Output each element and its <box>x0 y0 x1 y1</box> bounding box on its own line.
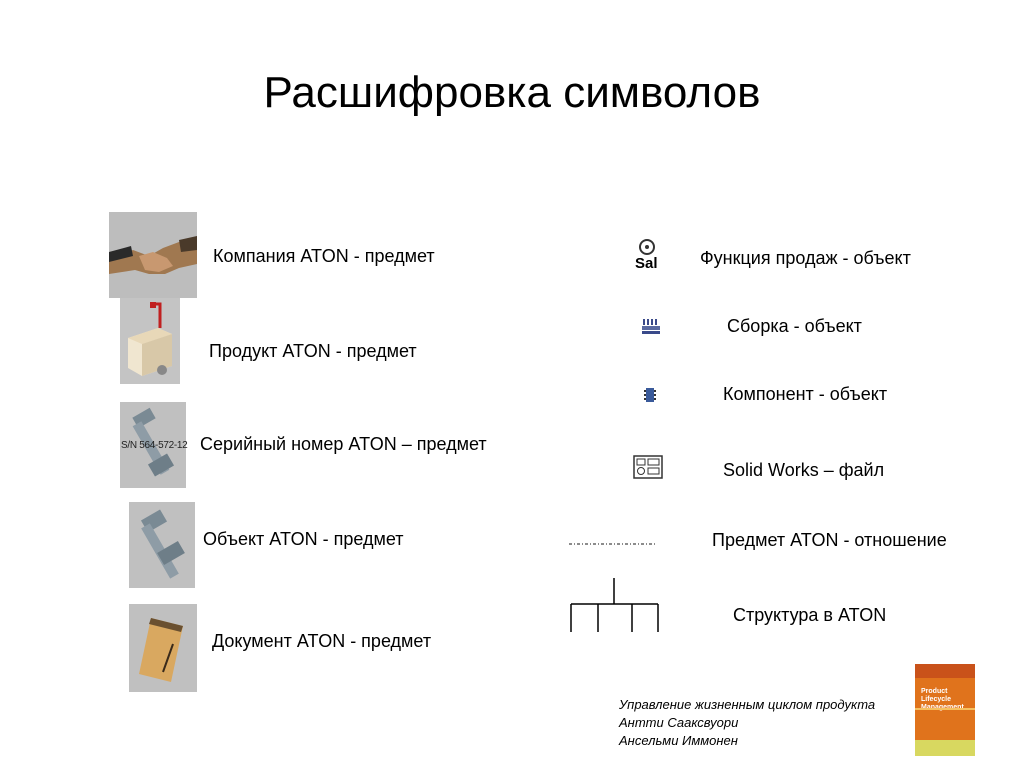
credit-author-2: Ансельми Иммонен <box>619 733 738 748</box>
tree-structure-icon <box>570 578 660 632</box>
legend-label-object: Объект ATON - предмет <box>203 529 404 549</box>
notepad-icon <box>129 604 197 692</box>
book-cover-image: Product Lifecycle Management <box>915 664 975 756</box>
assembly-icon <box>641 318 661 336</box>
box-cart-icon <box>120 298 180 384</box>
book-cover-title: Product Lifecycle Management <box>921 688 964 711</box>
handshake-icon <box>109 212 197 298</box>
bolt-icon <box>129 502 195 588</box>
bolt-serial-icon <box>120 402 186 488</box>
credit-author-1: Антти Сааксвуори <box>619 715 739 730</box>
legend-label-solidworks: Solid Works – файл <box>723 460 885 480</box>
legend-label-structure: Структура в ATON <box>733 605 887 625</box>
credit-title: Управление жизненным циклом продукта <box>619 697 876 712</box>
component-chip-icon <box>643 386 657 404</box>
legend-label-product: Продукт ATON - предмет <box>209 341 417 361</box>
legend-label-company: Компания ATON - предмет <box>213 246 435 266</box>
legend-label-sales-function: Функция продаж - объект <box>700 248 911 268</box>
book-credit: Управление жизненным циклом продукта Ант… <box>619 696 875 750</box>
legend-label-relation: Предмет ATON - отношение <box>712 530 947 550</box>
legend-label-assembly: Сборка - объект <box>727 316 862 336</box>
bolt-serial-text: S/N 564-572-12 <box>121 440 188 451</box>
legend-label-document: Документ ATON - предмет <box>212 631 432 651</box>
sales-function-icon <box>633 238 661 274</box>
dashed-relation-line <box>569 534 659 545</box>
slide-title: Расшифровка символов <box>263 68 761 117</box>
sales-icon-text: Sal <box>635 255 658 272</box>
legend-label-component: Компонент - объект <box>723 384 888 404</box>
solidworks-file-icon <box>633 455 663 479</box>
legend-label-serial-number: Серийный номер ATON – предмет <box>200 434 487 454</box>
